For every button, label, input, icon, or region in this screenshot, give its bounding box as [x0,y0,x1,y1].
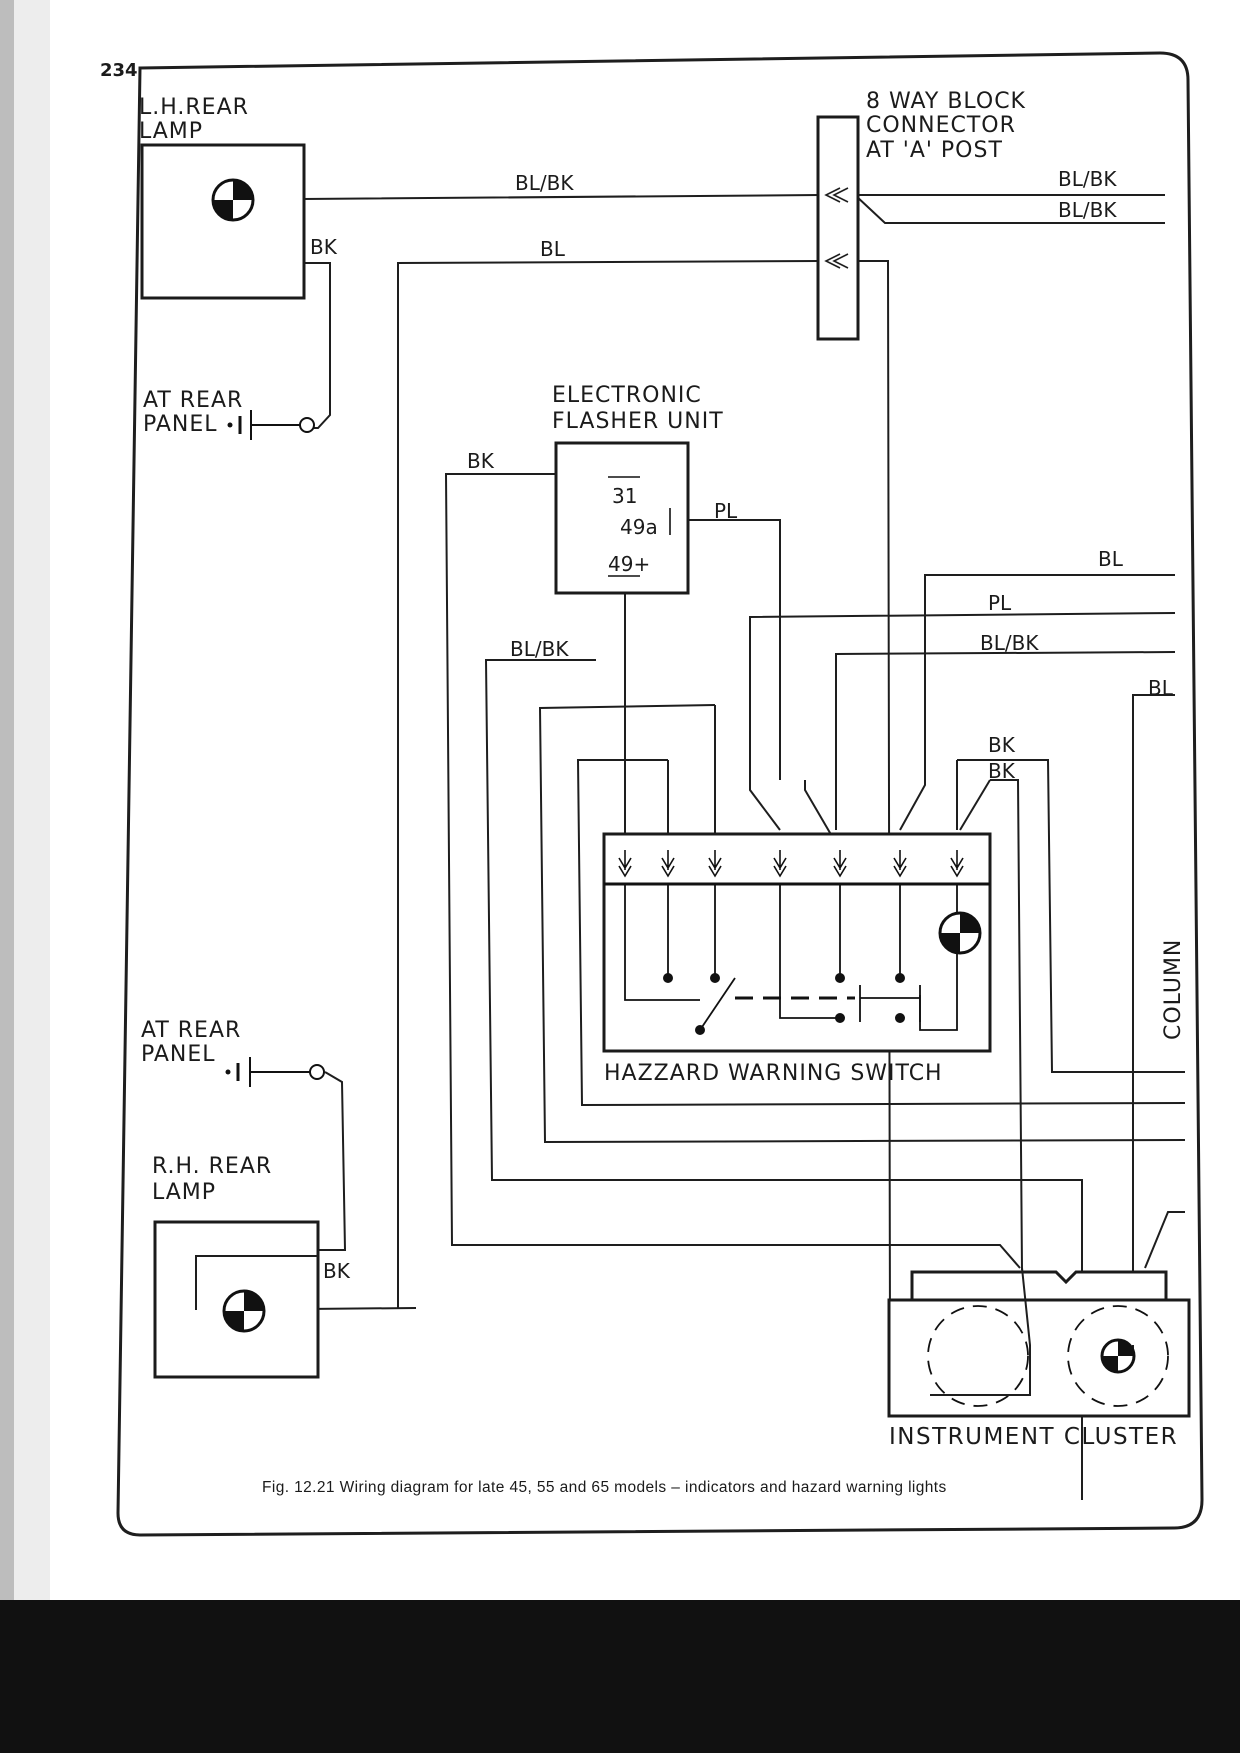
wire-label-conn-out-2: BL/BK [1058,198,1117,222]
lh-rear-lamp-label-1: L.H.REAR [139,95,249,120]
hazard-switch-label: HAZZARD WARNING SWITCH [604,1061,943,1086]
wire-label-switch-bk-2: BK [988,759,1016,783]
block-connector-label-3: AT 'A' POST [866,138,1003,163]
ground-symbol-bottom [225,1057,325,1087]
instrument-cluster-label: INSTRUMENT CLUSTER [889,1424,1178,1450]
wires [179,194,1186,1500]
lh-rear-lamp-label-2: LAMP [139,119,203,144]
diagram-frame [116,51,1204,1537]
page-left-edge [0,0,14,1600]
wire-label-flasher-pl: PL [714,499,738,523]
rear-panel-top-label-1: AT REAR [143,388,243,413]
flasher-label-1: ELECTRONIC [552,383,702,408]
wire-label-switch-bk-1: BK [988,733,1016,757]
wire-label-lh-bl-bk: BL/BK [515,171,574,195]
lh-rear-lamp [140,143,306,300]
wire-label-right-pl: PL [988,591,1012,615]
rear-panel-bottom-label-2: PANEL [141,1042,216,1067]
flasher-label-2: FLASHER UNIT [552,409,724,434]
wire-label-flasher-bk: BK [467,449,495,473]
instrument-cluster [887,1267,1191,1418]
wire-label-left-bl-bk: BL/BK [510,637,569,661]
wire-label-right-bl-1: BL [1098,547,1124,571]
figure-caption: Fig. 12.21 Wiring diagram for late 45, 5… [262,1479,947,1496]
page-number: 234 [100,60,138,81]
flasher-unit [554,441,690,595]
flasher-terminal-31: 31 [612,484,637,508]
rear-panel-bottom-label-1: AT REAR [141,1018,241,1043]
rh-rear-lamp-label-2: LAMP [152,1180,216,1205]
wire-label-conn-out-1: BL/BK [1058,167,1117,191]
wire-label-right-bl-bk: BL/BK [980,631,1039,655]
page-left-edge-shade [14,0,50,1600]
block-connector-label-2: CONNECTOR [866,113,1016,138]
column-label: COLUMN [1161,939,1186,1040]
wire-label-lh-bl: BL [540,237,566,261]
wire-label-right-bl-2: BL [1148,676,1174,700]
rear-panel-top-label-2: PANEL [143,412,218,437]
hazard-warning-switch [602,832,992,1053]
flasher-terminal-49a: 49a [620,515,658,539]
block-connector [816,115,860,341]
ground-symbol-top [227,410,315,440]
rh-rear-lamp [153,1220,320,1379]
wire-label-rh-bk: BK [323,1259,351,1283]
flasher-terminal-49plus: 49+ [608,552,650,576]
wire-label-lh-bk: BK [310,235,338,259]
page-bottom-edge [0,1600,1240,1753]
block-connector-label-1: 8 WAY BLOCK [866,89,1026,114]
rh-rear-lamp-label-1: R.H. REAR [152,1154,272,1179]
